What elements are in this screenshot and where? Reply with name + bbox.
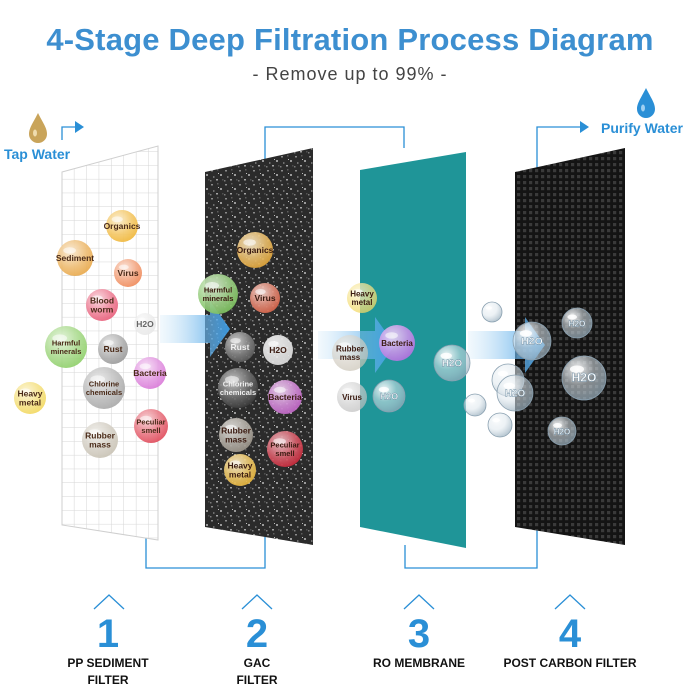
svg-text:H2O: H2O <box>554 428 570 437</box>
stage1-ball-label-4: H2O <box>136 319 154 329</box>
stage-name-2-line1: GAC <box>243 656 271 670</box>
svg-text:H2O: H2O <box>521 337 542 348</box>
stage-chevrons <box>93 594 586 610</box>
stage1-ball-h2o-4: H2O <box>134 313 156 335</box>
tap-water-drop-icon <box>29 113 47 143</box>
stage4-bubble-h2o-1: H2O <box>512 321 552 361</box>
stage1-ball-rust-6: Rust <box>98 334 128 364</box>
stage-number-2: 2 <box>245 612 269 656</box>
stage4-bubble-h2o-3: H2O <box>496 374 534 412</box>
stage2-ball-label-0: Organics <box>237 245 274 255</box>
page-title: 4-Stage Deep Filtration Process Diagram <box>46 22 654 57</box>
stage2-ball-bacteria-6: Bacteria <box>268 380 302 414</box>
purify-water-drop-icon <box>637 88 655 118</box>
stage2-ball-label-6: Bacteria <box>268 392 302 402</box>
stage2-ball-rust-3: Rust <box>225 332 255 362</box>
stage1-ball-label-1: Sediment <box>56 253 94 263</box>
stage2-ball-label-4: H2O <box>269 345 287 355</box>
stage3-ball-label-3: Virus <box>342 393 362 402</box>
stage2-ball-virus-2: Virus <box>250 283 280 313</box>
stage-name-2: GAC FILTER <box>172 655 342 689</box>
stage-name-2-line2: FILTER <box>236 673 278 687</box>
stage2-ball-label-2: Virus <box>254 293 275 303</box>
stage2-ball-label-3: Rust <box>231 342 250 352</box>
stage-name-1-line2: FILTER <box>87 673 129 687</box>
stage1-ball-virus-2: Virus <box>114 259 142 287</box>
svg-text:H2O: H2O <box>569 320 587 329</box>
stage2-ball-organics-0: Organics <box>237 232 274 268</box>
stage1-ball-bacteria-7: Bacteria <box>133 357 167 389</box>
page-subtitle: - Remove up to 99% - <box>252 64 448 84</box>
svg-text:H2O: H2O <box>572 371 597 385</box>
stage4-bubble-h2o-0: H2O <box>561 307 593 339</box>
svg-text:H2O: H2O <box>505 389 526 400</box>
floating-bubble-2 <box>463 393 487 417</box>
svg-text:H2O: H2O <box>380 392 398 402</box>
post-carbon-panel <box>515 148 625 545</box>
purify-water-label: Purify Water <box>601 120 683 136</box>
floating-bubble-0 <box>481 301 503 323</box>
stage3-ball-label-2: Bacteria <box>381 339 413 348</box>
stage3-bubble-h2o-5: H2O <box>372 379 406 413</box>
stage-number-3: 3 <box>407 612 431 656</box>
stage-name-4: POST CARBON FILTER <box>485 655 655 672</box>
flow-arrowheads <box>75 121 589 133</box>
stage-name-3: RO MEMBRANE <box>334 655 504 672</box>
stage4-bubble-h2o-2: H2O <box>561 355 607 401</box>
stage3-ball-virus-3: Virus <box>337 382 367 412</box>
stage-name-4-line1: POST CARBON FILTER <box>503 656 637 670</box>
gac-panel <box>205 148 313 545</box>
stage-number-1: 1 <box>96 612 120 656</box>
flow-arrow-1 <box>160 301 230 357</box>
stage-name-1-line1: PP SEDIMENT <box>67 656 149 670</box>
stage1-ball-label-2: Virus <box>117 268 138 278</box>
stage1-ball-label-0: Organics <box>104 221 141 231</box>
stage1-ball-label-6: Rust <box>104 344 123 354</box>
stage4-bubble-h2o-4: H2O <box>547 416 577 446</box>
stage2-ball-h2o-4: H2O <box>263 335 293 365</box>
stage-number-4: 4 <box>558 612 582 656</box>
stage-name-1: PP SEDIMENT FILTER <box>23 655 193 689</box>
stage1-ball-organics-0: Organics <box>104 210 141 242</box>
svg-text:H2O: H2O <box>442 359 463 370</box>
stage1-ball-label-7: Bacteria <box>133 368 167 378</box>
stage3-ball-bacteria-2: Bacteria <box>379 325 415 361</box>
stage-name-3-line1: RO MEMBRANE <box>373 656 465 670</box>
floating-bubble-3 <box>487 412 513 438</box>
tap-water-label: Tap Water <box>4 146 71 162</box>
stage3-bubble-h2o-4: H2O <box>433 344 471 382</box>
stage1-ball-sediment-1: Sediment <box>56 240 94 276</box>
